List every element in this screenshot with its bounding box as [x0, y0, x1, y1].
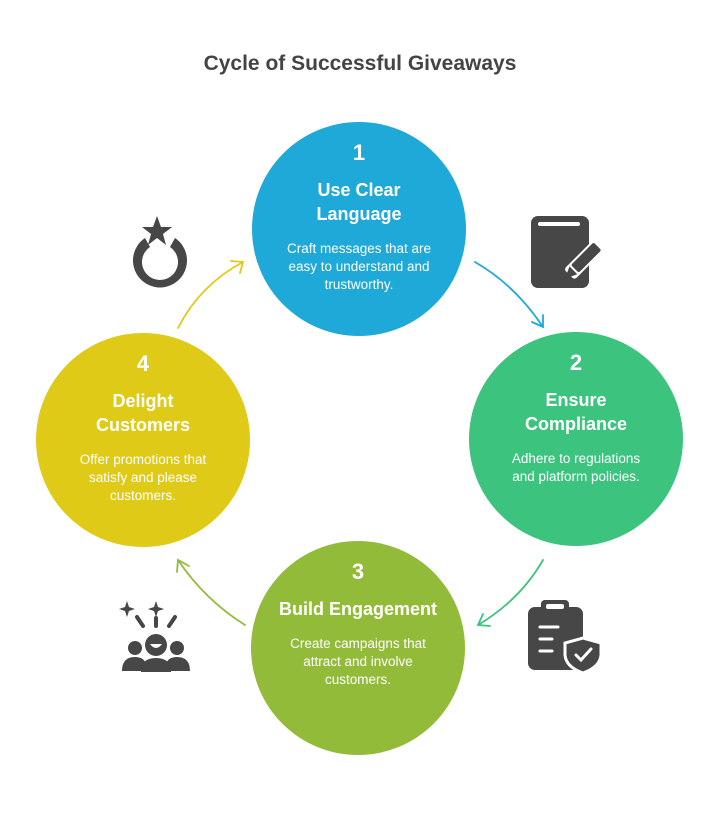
step-heading: Build Engagement — [278, 599, 437, 619]
step-description: Create campaigns that attract and involv… — [290, 636, 426, 687]
step-1-circle: 1 Use Clear Language Craft messages that… — [252, 122, 466, 336]
arrow-3-to-4 — [176, 558, 246, 626]
notebook-pencil-icon — [531, 216, 603, 288]
step-number: 1 — [352, 140, 366, 165]
step-heading: Delight Customers — [95, 391, 191, 435]
step-2-circle: 2 Ensure Compliance Adhere to regulation… — [469, 332, 683, 546]
step-description: Offer promotions that satisfy and please… — [79, 452, 207, 503]
arrow-1-to-2 — [474, 261, 544, 329]
step-4-circle: 4 Delight Customers Offer promotions tha… — [36, 333, 250, 547]
step-number: 2 — [569, 350, 583, 375]
arrow-4-to-1 — [177, 260, 245, 329]
arrow-2-to-3 — [476, 559, 544, 627]
step-description: Craft messages that are easy to understa… — [286, 241, 432, 292]
step-3-circle: 3 Build Engagement Create campaigns that… — [251, 541, 465, 755]
excited-group-icon — [119, 601, 190, 672]
step-number: 3 — [351, 559, 365, 584]
step-heading: Use Clear Language — [316, 180, 402, 224]
star-ring-icon — [133, 216, 188, 288]
step-number: 4 — [136, 351, 150, 376]
clipboard-shield-icon — [528, 600, 603, 675]
step-description: Adhere to regulations and platform polic… — [511, 451, 641, 484]
step-heading: Ensure Compliance — [525, 390, 628, 434]
diagram-title: Cycle of Successful Giveaways — [203, 52, 517, 75]
